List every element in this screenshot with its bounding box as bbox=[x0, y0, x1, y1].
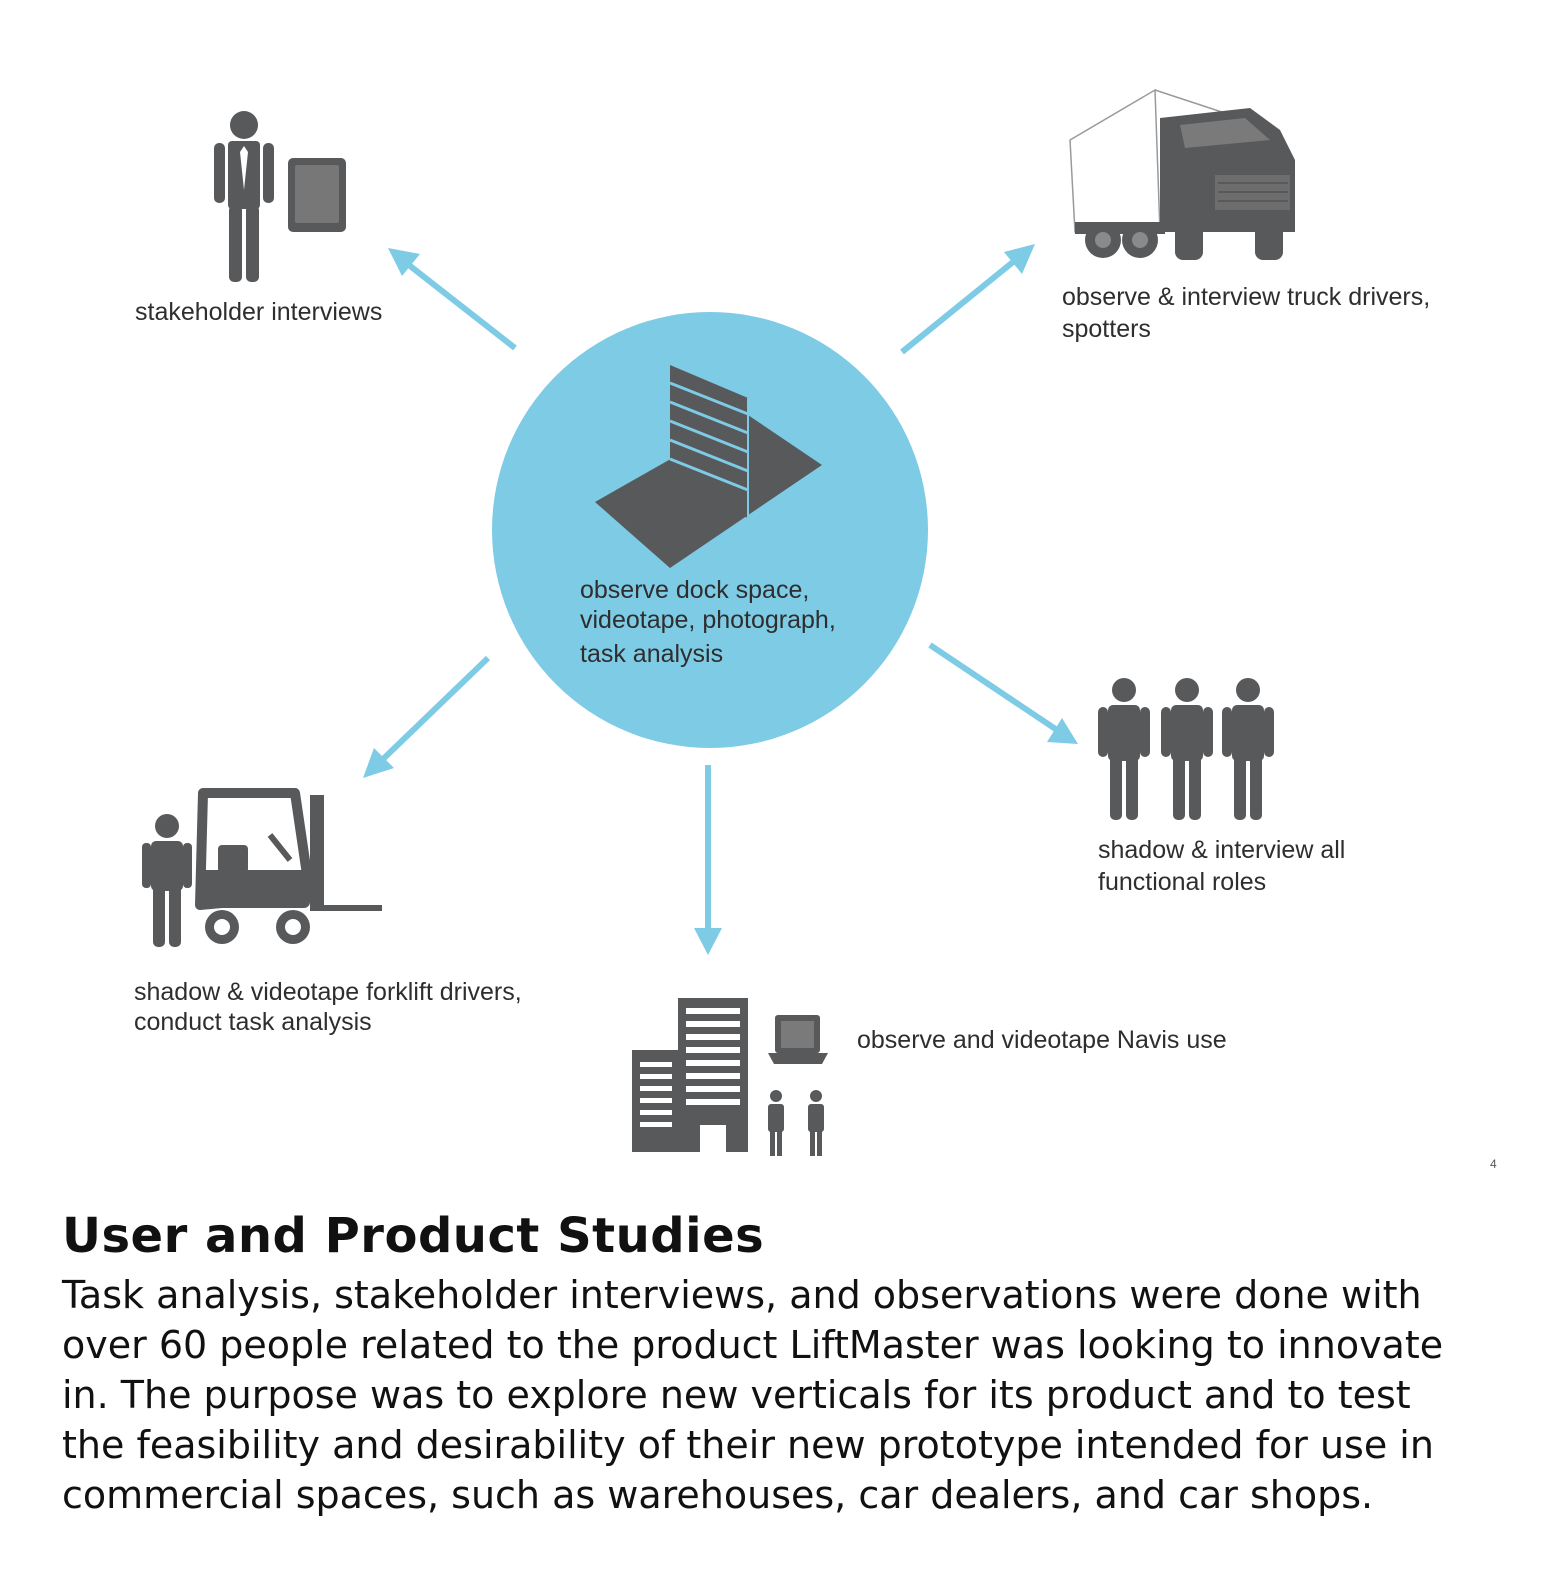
roles-label: shadow & interview all functional roles bbox=[1098, 836, 1352, 896]
arrow-to-forklift bbox=[363, 655, 491, 778]
section-body: Task analysis, stakeholder interviews, a… bbox=[62, 1273, 1444, 1517]
arrow-to-roles bbox=[928, 642, 1078, 744]
arrows bbox=[363, 244, 1078, 955]
stakeholder-label: stakeholder interviews bbox=[135, 298, 382, 326]
dock-icon bbox=[595, 365, 822, 568]
office-laptop-people-icon bbox=[632, 998, 828, 1156]
page-number: 4 bbox=[1490, 1157, 1497, 1171]
forklift-driver-icon bbox=[142, 788, 382, 947]
forklift-label: shadow & videotape forklift drivers, con… bbox=[134, 978, 529, 1036]
center-label: observe dock space, videotape, photograp… bbox=[580, 576, 843, 668]
section-title: User and Product Studies bbox=[62, 1208, 765, 1264]
businessman-tablet-icon bbox=[214, 111, 346, 282]
truck-icon bbox=[1069, 88, 1295, 260]
arrow-to-truck bbox=[900, 244, 1035, 355]
arrow-to-stakeholder bbox=[388, 248, 517, 351]
truck-label: observe & interview truck drivers, spott… bbox=[1062, 283, 1437, 343]
arrow-to-navis bbox=[694, 765, 722, 955]
three-people-icon bbox=[1098, 678, 1274, 820]
navis-label: observe and videotape Navis use bbox=[857, 1026, 1227, 1054]
research-diagram: observe dock space, videotape, photograp… bbox=[134, 88, 1497, 1171]
